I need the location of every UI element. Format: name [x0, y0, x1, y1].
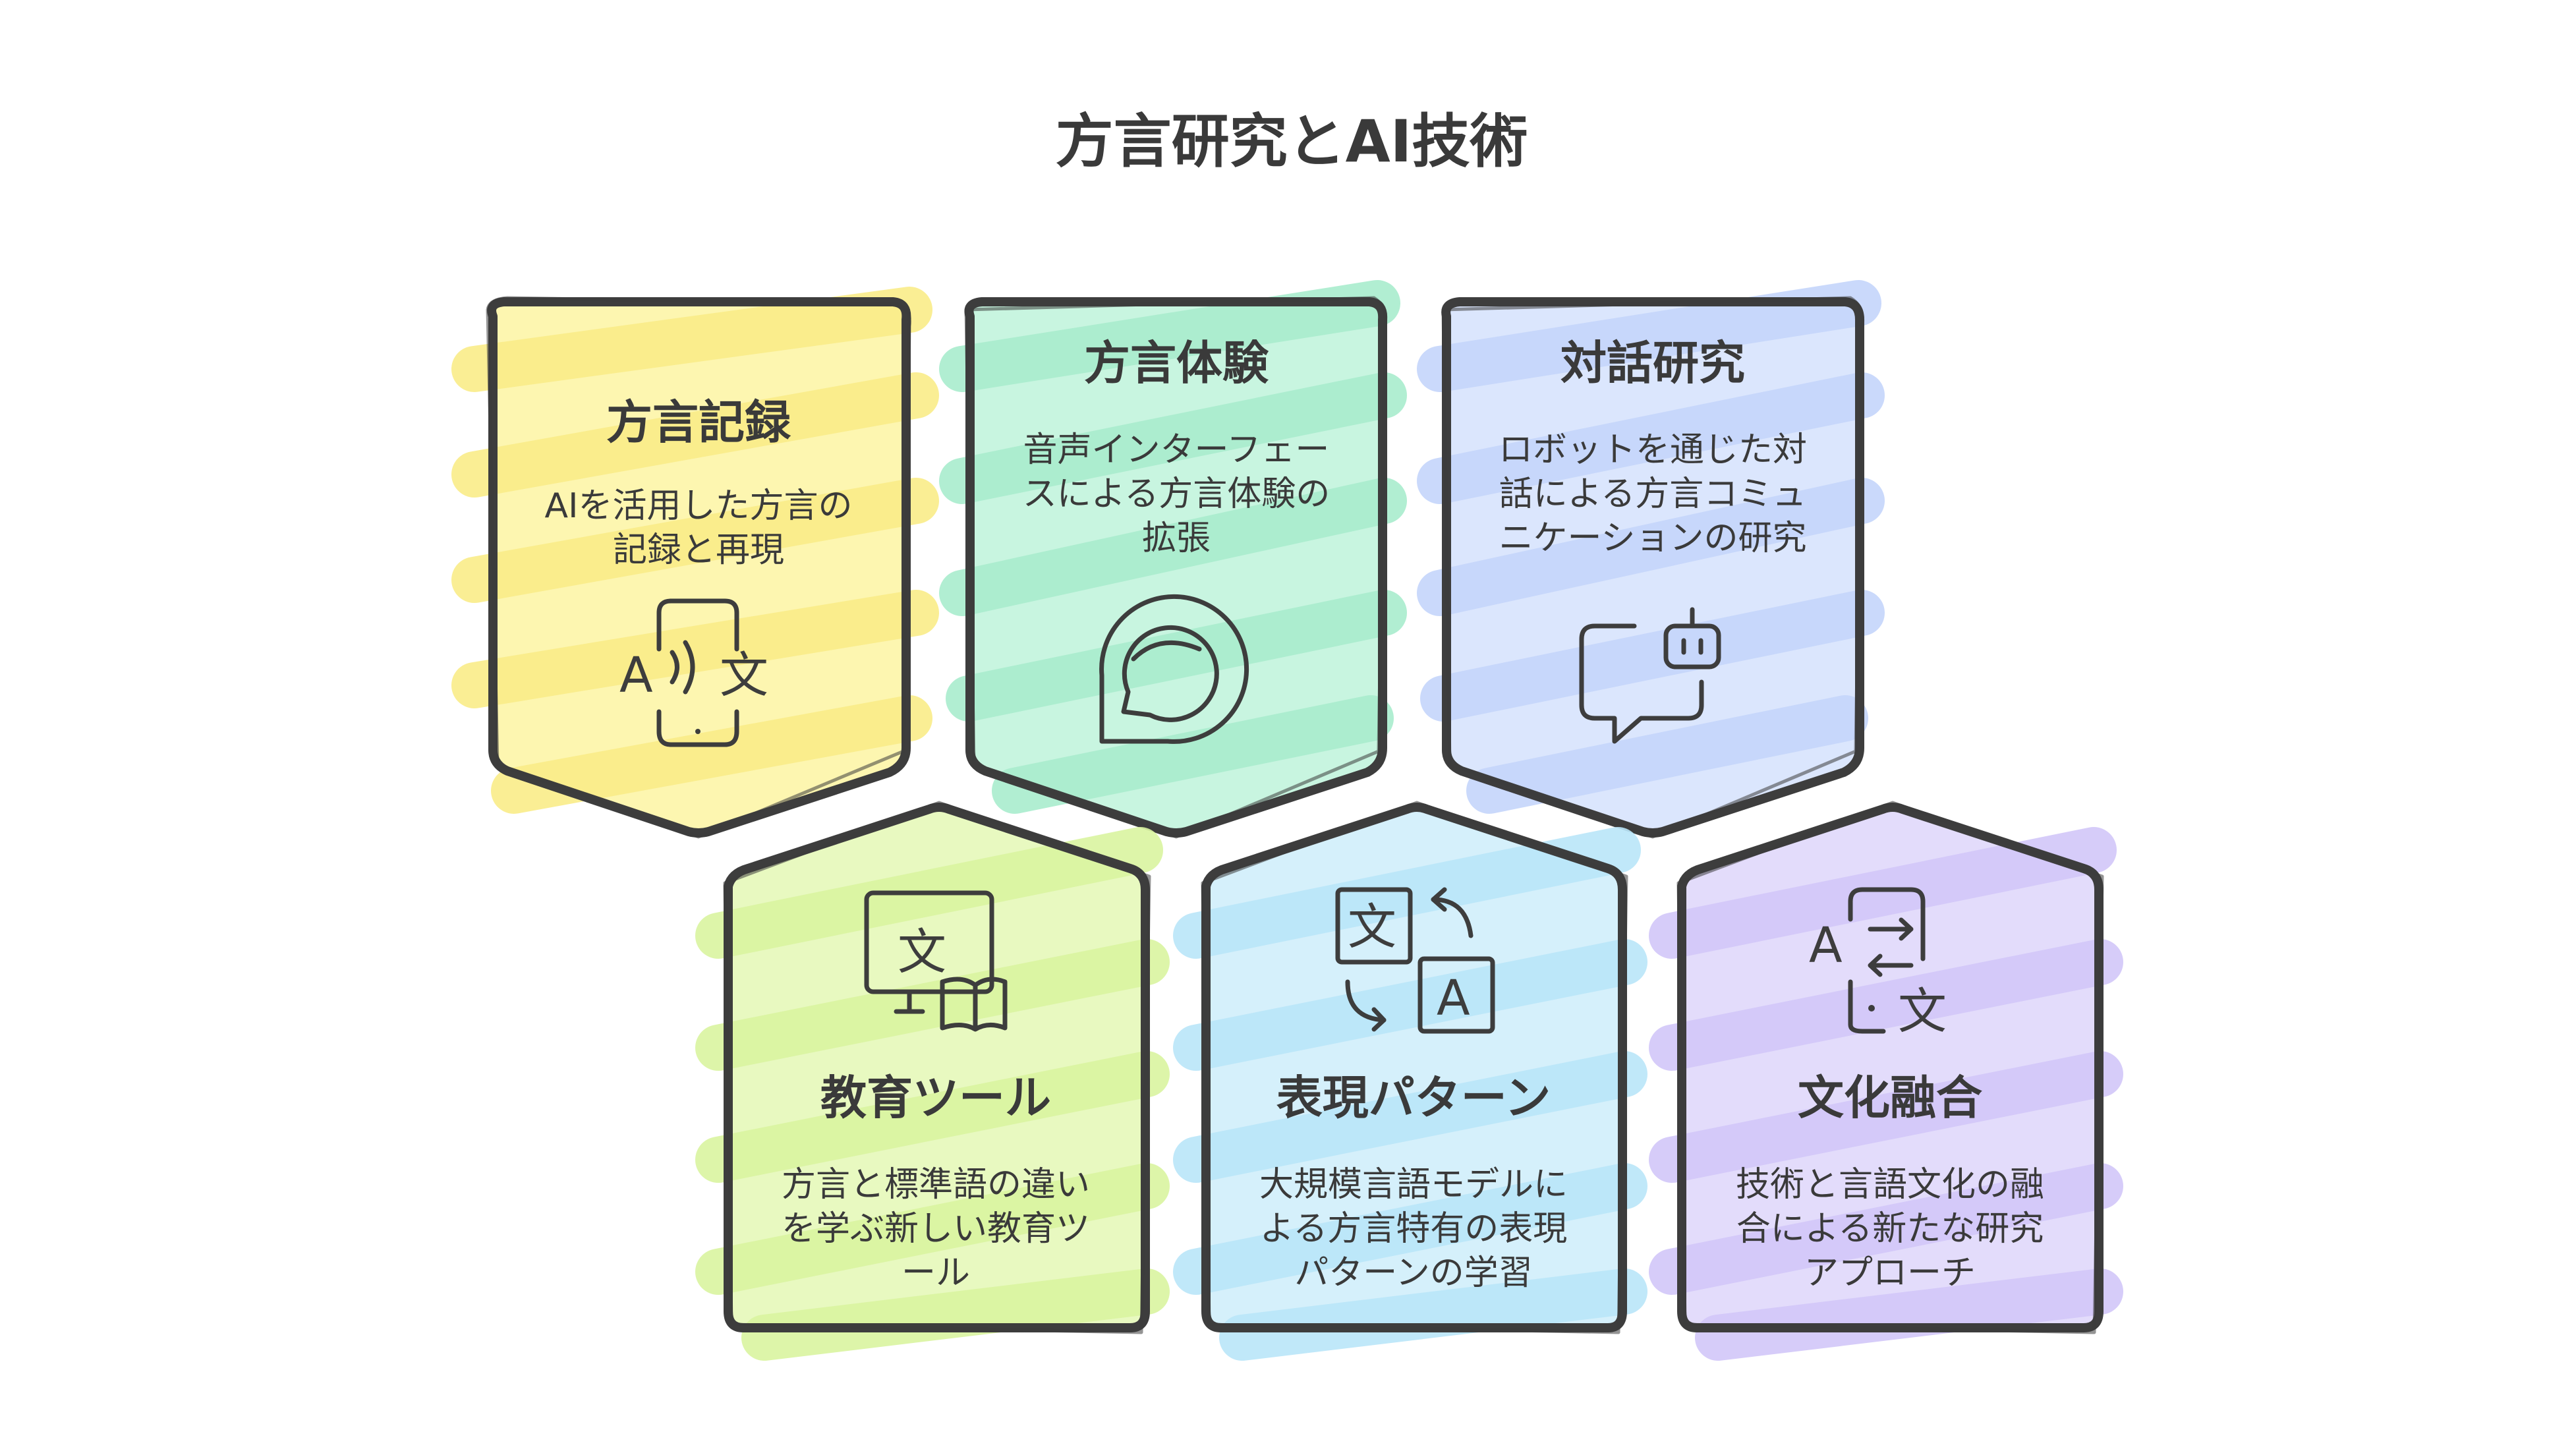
card-desc-line: ール [902, 1253, 970, 1293]
card-title: 方言記録 [606, 395, 791, 449]
card-desc-line: 話による方言コミュ [1499, 474, 1806, 514]
card-desc-line: 音声インターフェー [1023, 430, 1330, 470]
language-exchange-icon: A 文 [1809, 887, 1947, 1040]
card-desc-line: 合による新たな研究 [1736, 1209, 2044, 1249]
card-desc-line: 拡張 [1142, 519, 1211, 558]
card-title: 対話研究 [1560, 336, 1745, 390]
card-desc-line: 大規模言語モデルに [1259, 1165, 1568, 1205]
card-dialogue-research: 対話研究 ロボットを通じた対 話による方言コミュ ニケーションの研究 [1417, 280, 1885, 839]
card-desc-line: よる方言特有の表現 [1260, 1209, 1567, 1249]
robot-chat-icon [1579, 607, 1721, 744]
card-desc-line: を学ぶ新しい教育ツ [782, 1209, 1090, 1249]
card-title: 教育ツール [820, 1071, 1051, 1125]
svg-text:文: 文 [1348, 899, 1396, 955]
card-desc-line: パターンの学習 [1294, 1253, 1532, 1293]
page-title: 方言研究とAI技術 [1056, 107, 1528, 175]
svg-text:文: 文 [720, 647, 768, 704]
card-desc-line: スによる方言体験の [1023, 474, 1330, 514]
card-desc-line: ロボットを通じた対 [1499, 430, 1807, 470]
translate-icon: 文 A [1335, 887, 1495, 1034]
svg-text:A: A [1437, 970, 1470, 1027]
card-desc-line: ニケーションの研究 [1499, 519, 1807, 558]
card-desc-line: 方言と標準語の違い [782, 1165, 1090, 1205]
svg-text:文: 文 [1898, 983, 1947, 1040]
card-expression-pattern: 文 A 表現パターン 大規模言語モデルに よる方言特有の表現 パターンの学習 [1173, 801, 1647, 1361]
card-title: 文化融合 [1798, 1071, 1982, 1125]
card-dialect-record: 方言記録 AIを活用した方言の 記録と再現 A 文 [451, 287, 939, 839]
card-cultural-fusion: A 文 文化融合 技術と言語文化の融 合による新たな研究 アプローチ [1649, 801, 2123, 1361]
card-education-tool: 文 教育ツール 方言と標準語の違い を学ぶ新しい教育ツ ール [695, 801, 1170, 1361]
card-title: 方言体験 [1084, 336, 1269, 390]
ai-speech-translation-icon: A 文 [619, 598, 768, 747]
svg-text:文: 文 [898, 924, 946, 981]
card-title: 表現パターン [1276, 1071, 1551, 1125]
card-desc-line: 技術と言語文化の融 [1736, 1165, 2044, 1205]
card-desc-line: AIを活用した方言の [545, 486, 853, 526]
card-desc-line: 記録と再現 [613, 530, 784, 570]
card-dialect-experience: 方言体験 音声インターフェー スによる方言体験の 拡張 [939, 280, 1407, 839]
svg-text:A: A [1809, 917, 1843, 974]
language-learning-icon: 文 [864, 890, 1008, 1032]
svg-text:A: A [619, 647, 653, 704]
chat-bubble-icon [1099, 594, 1249, 744]
card-desc-line: アプローチ [1804, 1253, 1976, 1293]
